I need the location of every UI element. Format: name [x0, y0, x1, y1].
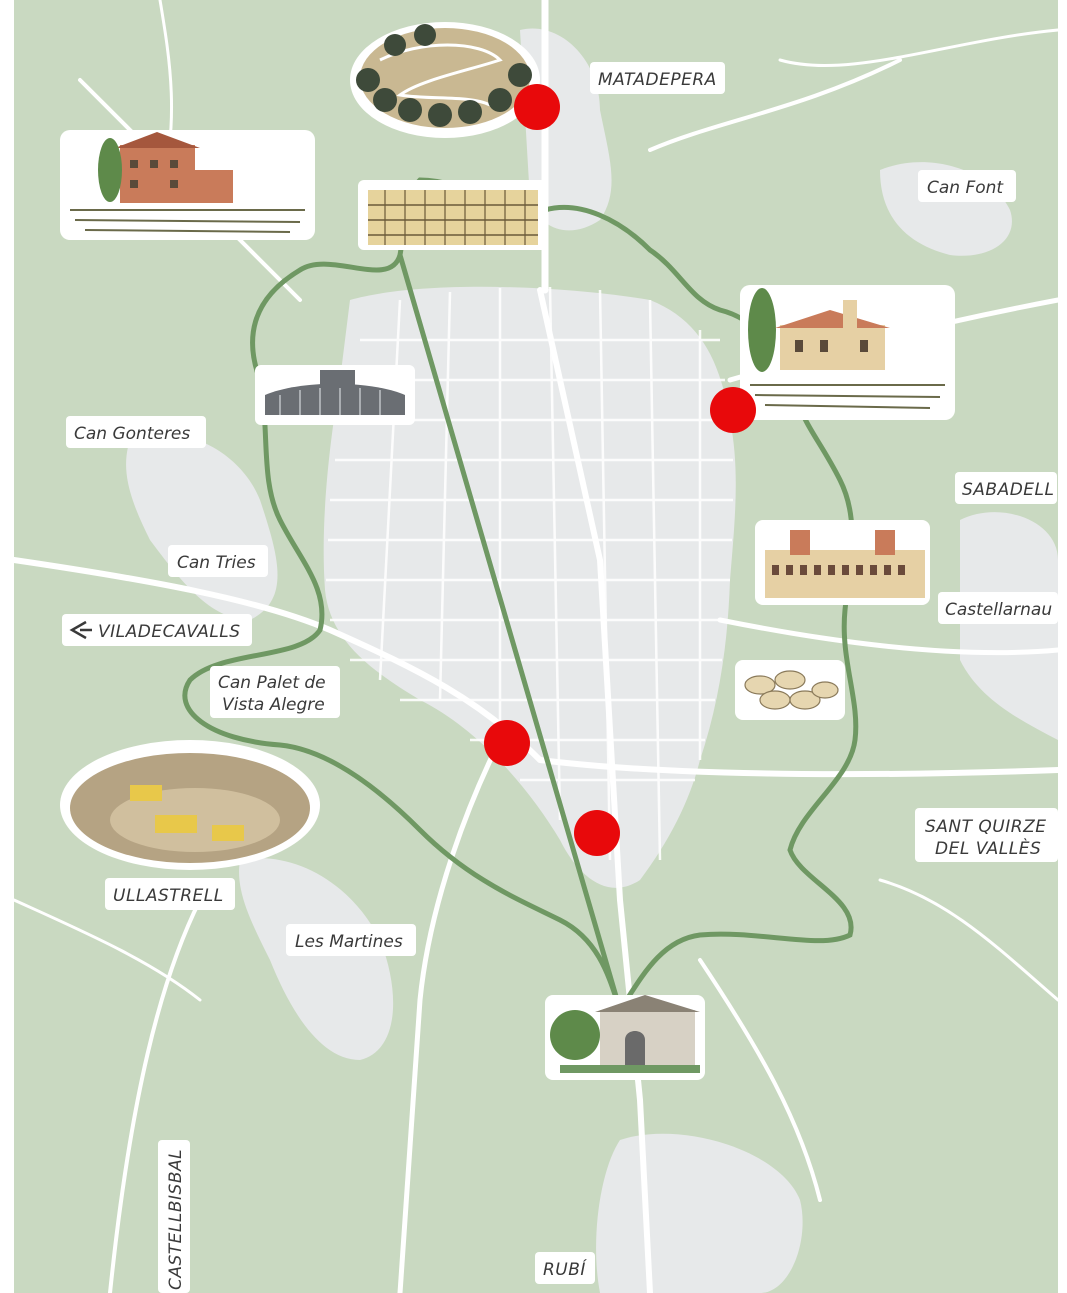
- label-matadepera: MATADEPERA: [598, 70, 717, 90]
- label-castellbisbal: CASTELLBISBAL: [166, 1149, 186, 1290]
- farmhouse-icon: [60, 130, 315, 240]
- label-les-martines: Les Martines: [295, 932, 403, 952]
- marker-pin[interactable]: [574, 810, 620, 856]
- palace-icon: [755, 520, 930, 605]
- label-sant-quirze-line2: DEL VALLÈS: [935, 837, 1041, 859]
- label-rubi: RUBÍ: [543, 1258, 587, 1280]
- label-can-gonteres: Can Gonteres: [74, 424, 190, 444]
- place-labels: MATADEPERA Can Font Can Gonteres SABADEL…: [62, 62, 1058, 1293]
- label-can-palet-line2: Vista Alegre: [222, 695, 325, 715]
- label-viladecavalls: VILADECAVALLS: [98, 622, 241, 642]
- label-castellarnau: Castellarnau: [945, 600, 1052, 620]
- city-block-east: [960, 512, 1058, 740]
- marker-pin[interactable]: [514, 84, 560, 130]
- chapel-icon: [545, 995, 705, 1080]
- city-block-martines: [239, 858, 394, 1060]
- marker-pin[interactable]: [710, 387, 756, 433]
- factory-building-icon: [358, 180, 548, 250]
- mountain-icon: [350, 22, 540, 138]
- sheep-icon: [735, 660, 845, 720]
- label-sabadell: SABADELL: [962, 480, 1055, 500]
- label-can-font: Can Font: [927, 178, 1004, 198]
- label-ullastrell: ULLASTRELL: [113, 886, 224, 906]
- city-block-main: [323, 286, 736, 888]
- label-sant-quirze-line1: SANT QUIRZE: [925, 817, 1046, 837]
- bullring-icon: [255, 365, 415, 425]
- markers: [484, 84, 756, 856]
- road-network: [11, 0, 1061, 1293]
- marker-pin[interactable]: [484, 720, 530, 766]
- church-farm-icon: [740, 285, 955, 420]
- quarry-icon: [60, 740, 320, 870]
- label-can-palet-line1: Can Palet de: [218, 673, 326, 693]
- label-can-tries: Can Tries: [177, 553, 256, 573]
- arrow-left-icon: [69, 620, 92, 640]
